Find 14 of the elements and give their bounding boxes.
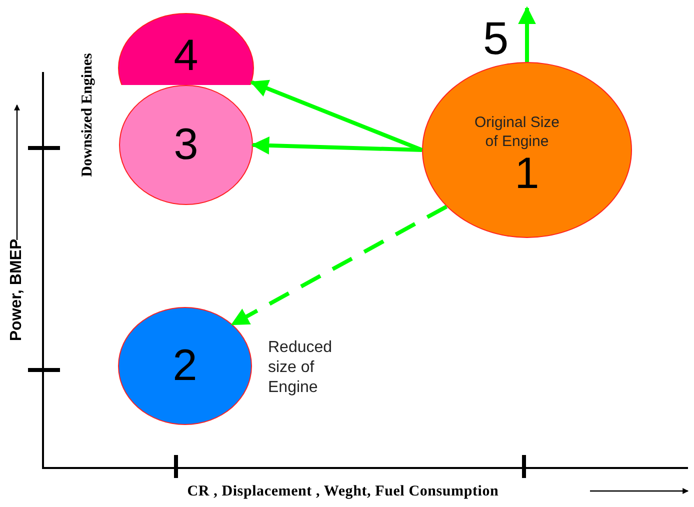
- engine-caption: Reduced size of Engine: [268, 338, 334, 398]
- engine-caption: Original Size of Engine: [473, 112, 561, 152]
- axis-label: CR , Displacement , Weght, Fuel Consumption: [187, 484, 499, 500]
- arrow: [230, 204, 448, 326]
- engine-number: 4: [174, 34, 198, 78]
- arrow: [518, 6, 536, 62]
- arrow: [251, 136, 422, 154]
- arrow: [250, 80, 423, 152]
- axis-label: Downsized Engines: [80, 53, 96, 177]
- edge-label: 5: [483, 15, 509, 61]
- axis-label: Power, BMEP: [8, 238, 26, 342]
- engine-number: 1: [514, 152, 540, 196]
- engine-number: 3: [174, 123, 198, 167]
- engine-number: 2: [172, 344, 198, 388]
